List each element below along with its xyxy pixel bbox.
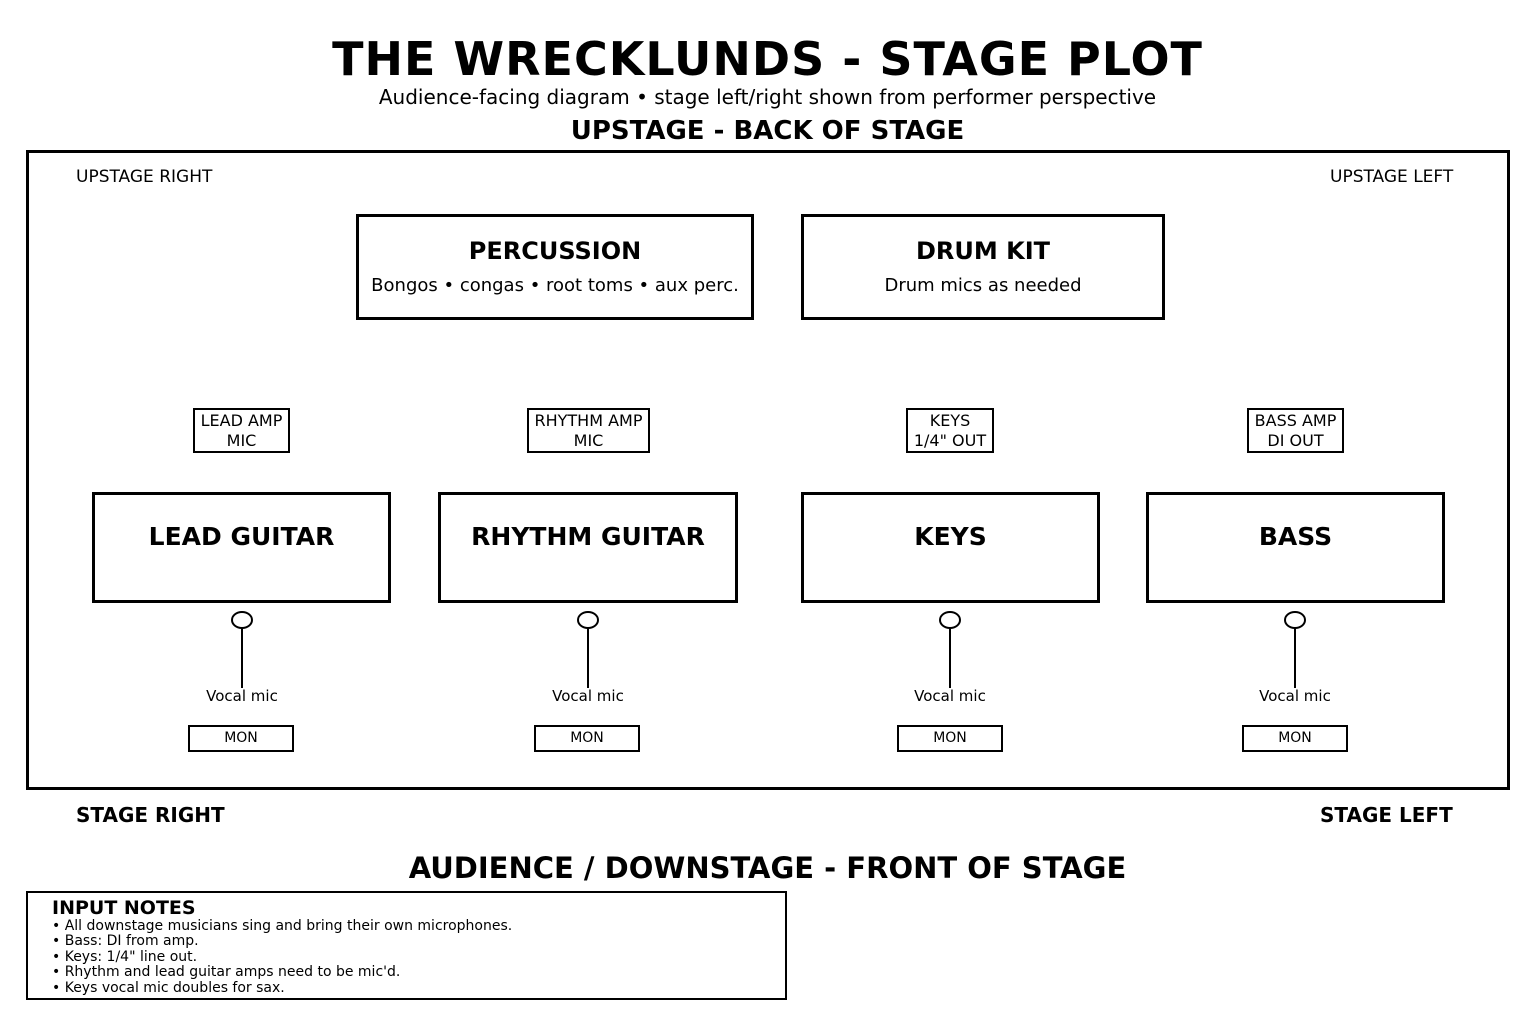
rhythm-amp-line1: RHYTHM AMP: [534, 410, 643, 430]
input-note-item: • Rhythm and lead guitar amps need to be…: [52, 964, 401, 981]
lead-guitar-position: LEAD GUITAR: [92, 492, 391, 603]
rhythm-guitar-label: RHYTHM GUITAR: [471, 522, 705, 551]
percussion-position: PERCUSSION Bongos • congas • root toms •…: [356, 214, 754, 320]
microphone-icon: [577, 611, 599, 629]
mic-stand: [1294, 628, 1296, 688]
keys-label: KEYS: [914, 522, 987, 551]
bass-vocal-mic-label: Vocal mic: [1259, 687, 1331, 705]
page-title: THE WRECKLUNDS - STAGE PLOT: [332, 32, 1203, 86]
mic-stand: [241, 628, 243, 688]
audience-heading: AUDIENCE / DOWNSTAGE - FRONT OF STAGE: [408, 851, 1127, 885]
input-notes-panel: INPUT NOTES • All downstage musicians si…: [26, 891, 787, 1000]
microphone-icon: [231, 611, 253, 629]
lead-monitor: MON: [188, 725, 294, 752]
rhythm-guitar-position: RHYTHM GUITAR: [438, 492, 738, 603]
input-note-item: • Keys: 1/4" line out.: [52, 948, 198, 965]
drum-kit-position: DRUM KIT Drum mics as needed: [801, 214, 1165, 320]
upstage-right-label: UPSTAGE RIGHT: [76, 167, 213, 187]
input-note-item: • Bass: DI from amp.: [52, 933, 199, 950]
keys-out-line2: 1/4" OUT: [913, 430, 987, 450]
percussion-label: PERCUSSION: [468, 237, 642, 265]
bass-monitor: MON: [1242, 725, 1348, 752]
microphone-icon: [939, 611, 961, 629]
bass-amp-box: BASS AMP DI OUT: [1247, 408, 1344, 453]
input-notes-list: • All downstage musicians sing and bring…: [52, 918, 785, 996]
lead-amp-line2: MIC: [226, 430, 257, 450]
lead-amp-box: LEAD AMP MIC: [193, 408, 290, 453]
microphone-icon: [1284, 611, 1306, 629]
rhythm-monitor: MON: [534, 725, 640, 752]
bass-label: BASS: [1258, 522, 1333, 551]
stage-right-label: STAGE RIGHT: [76, 803, 225, 827]
lead-vocal-mic-label: Vocal mic: [206, 687, 278, 705]
mic-stand: [949, 628, 951, 688]
input-notes-heading: INPUT NOTES: [52, 897, 196, 919]
upstage-left-label: UPSTAGE LEFT: [1330, 167, 1454, 187]
rhythm-amp-box: RHYTHM AMP MIC: [527, 408, 650, 453]
drum-kit-label: DRUM KIT: [915, 237, 1051, 265]
stage-left-label: STAGE LEFT: [1320, 803, 1453, 827]
keys-vocal-mic-label: Vocal mic: [914, 687, 986, 705]
bass-position: BASS: [1146, 492, 1445, 603]
page-subtitle: Audience-facing diagram • stage left/rig…: [378, 85, 1157, 109]
rhythm-amp-line2: MIC: [573, 430, 604, 450]
keys-monitor: MON: [897, 725, 1003, 752]
keys-position: KEYS: [801, 492, 1100, 603]
upstage-heading: UPSTAGE - BACK OF STAGE: [570, 116, 965, 146]
rhythm-vocal-mic-label: Vocal mic: [552, 687, 624, 705]
mic-stand: [587, 628, 589, 688]
input-note-item: • Keys vocal mic doubles for sax.: [52, 979, 285, 996]
lead-guitar-label: LEAD GUITAR: [148, 522, 335, 551]
keys-out-box: KEYS 1/4" OUT: [906, 408, 994, 453]
input-note-item: • All downstage musicians sing and bring…: [52, 918, 513, 934]
bass-amp-line1: BASS AMP: [1254, 410, 1337, 430]
drum-kit-detail: Drum mics as needed: [884, 275, 1082, 296]
bass-amp-line2: DI OUT: [1267, 430, 1324, 450]
percussion-detail: Bongos • congas • root toms • aux perc.: [371, 275, 739, 296]
lead-amp-line1: LEAD AMP: [200, 410, 283, 430]
stage-outline: [26, 150, 1510, 790]
keys-out-line1: KEYS: [929, 410, 971, 430]
